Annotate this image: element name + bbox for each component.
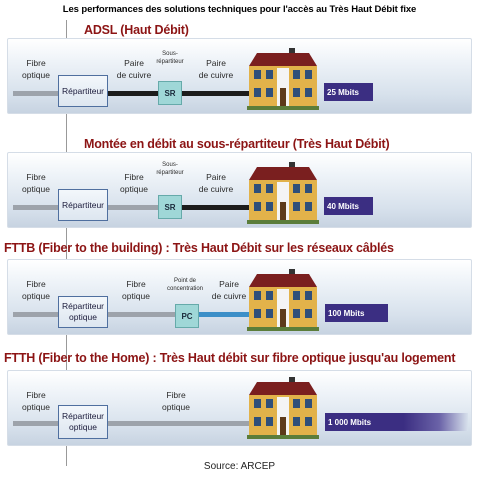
- speed-badge: 40 Mbits: [324, 197, 373, 215]
- house-icon: [247, 162, 319, 224]
- page-title: Les performances des solutions technique…: [62, 4, 417, 15]
- panel-montee-debit: Fibre optique Répartiteur Fibre optique …: [7, 152, 472, 228]
- fibre-label: Fibre optique: [22, 58, 50, 80]
- coax-line: [198, 312, 250, 317]
- segment-label: Fibre optique: [162, 390, 190, 412]
- sr-box: SR: [158, 81, 182, 105]
- panel-ftth: Fibre optique Répartiteur optique Fibre …: [7, 370, 472, 446]
- fibre-label: Fibre optique: [22, 279, 50, 301]
- copper-line: [107, 91, 159, 96]
- fibre-line: [107, 205, 159, 210]
- section-title-adsl: ADSL (Haut Débit): [84, 23, 189, 37]
- repartiteur-box: Répartiteur: [58, 189, 108, 221]
- section-title-fttb: FTTB (Fiber to the building) : Très Haut…: [4, 241, 394, 255]
- segment-label: Paire de cuivre: [198, 58, 234, 80]
- segment-label: Fibre optique: [120, 172, 148, 194]
- fibre-line: [107, 312, 175, 317]
- node-top-label: Sous- répartiteur: [156, 51, 184, 65]
- section-title-ftth: FTTH (Fiber to the Home) : Très Haut déb…: [4, 351, 456, 365]
- speed-badge: 25 Mbits: [324, 83, 373, 101]
- repartiteur-box: Répartiteur optique: [58, 296, 108, 328]
- copper-line: [182, 205, 250, 210]
- node-top-label: Sous- répartiteur: [156, 162, 184, 176]
- fibre-label: Fibre optique: [22, 172, 50, 194]
- panel-adsl: Fibre optique Répartiteur Paire de cuivr…: [7, 38, 472, 114]
- repartiteur-box: Répartiteur: [58, 75, 108, 107]
- fibre-line: [107, 421, 250, 426]
- pc-box: PC: [175, 304, 199, 328]
- house-icon: [247, 269, 319, 331]
- node-top-label: Point de concentration: [166, 278, 204, 292]
- segment-label: Fibre optique: [122, 279, 150, 301]
- copper-line: [182, 91, 250, 96]
- speed-badge: 1 000 Mbits: [325, 413, 468, 431]
- fibre-label: Fibre optique: [22, 390, 50, 412]
- speed-badge: 100 Mbits: [325, 304, 388, 322]
- vertical-connector: [66, 20, 67, 466]
- sr-box: SR: [158, 195, 182, 219]
- fibre-line: [13, 91, 58, 96]
- segment-label: Paire de cuivre: [198, 172, 234, 194]
- repartiteur-box: Répartiteur optique: [58, 405, 108, 439]
- segment-label: Paire de cuivre: [211, 279, 247, 301]
- source-caption: Source: ARCEP: [203, 461, 276, 472]
- house-icon: [247, 48, 319, 110]
- fibre-line: [13, 421, 58, 426]
- panel-fttb: Fibre optique Répartiteur optique Fibre …: [7, 259, 472, 335]
- section-title-montee-debit: Montée en débit au sous-répartiteur (Trè…: [84, 137, 390, 151]
- house-icon: [247, 377, 319, 439]
- segment-label: Paire de cuivre: [116, 58, 152, 80]
- fibre-line: [13, 312, 58, 317]
- fibre-line: [13, 205, 58, 210]
